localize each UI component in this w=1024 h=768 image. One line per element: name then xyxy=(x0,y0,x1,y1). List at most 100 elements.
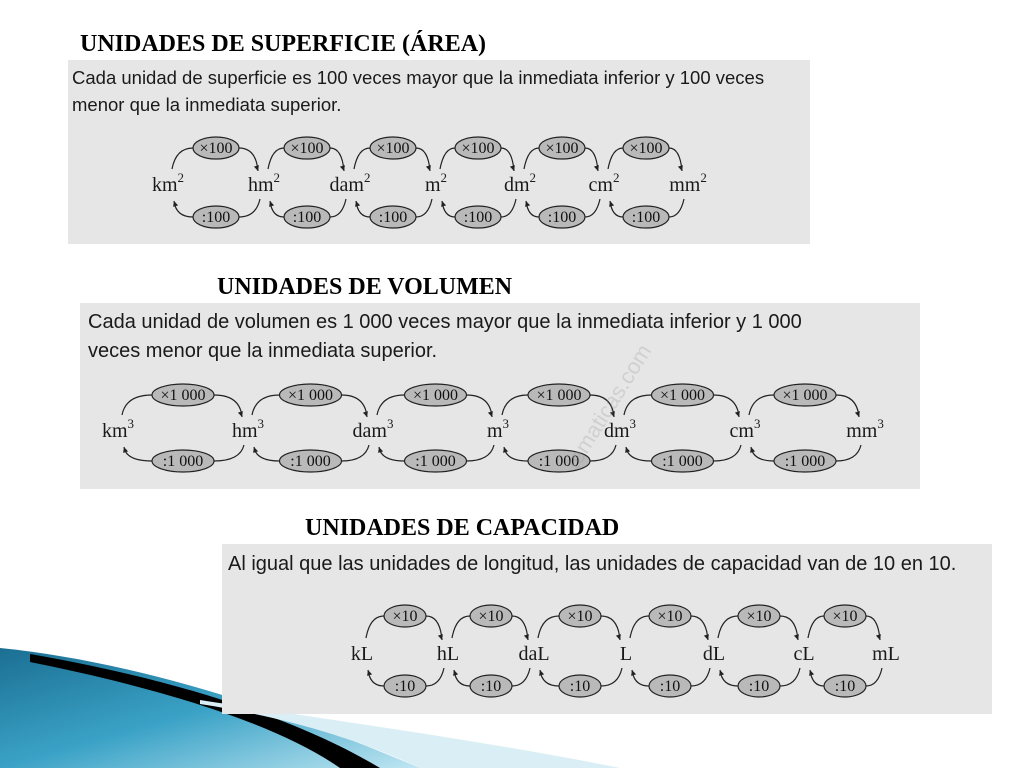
arrowhead xyxy=(339,165,345,171)
divide-label: :100 xyxy=(548,209,576,226)
multiply-oval xyxy=(192,136,240,160)
arrowhead xyxy=(355,201,361,207)
unit-label: dm3 xyxy=(604,416,636,442)
divide-oval xyxy=(648,674,692,698)
divide-oval xyxy=(278,449,343,473)
unit-label: m3 xyxy=(487,416,509,442)
unit-label: dam3 xyxy=(353,416,394,442)
unit-label: L xyxy=(620,643,632,665)
conversion-step: ×1 000 :1 000 xyxy=(251,383,370,473)
multiply-label: ×1 000 xyxy=(536,387,581,404)
multiply-oval xyxy=(283,136,331,160)
description-volumen: Cada unidad de volumen es 1 000 veces ma… xyxy=(88,308,802,366)
description-line: Cada unidad de superficie es 100 veces m… xyxy=(72,67,765,88)
divide-label: :100 xyxy=(293,209,321,226)
arrowhead xyxy=(875,634,881,640)
conversion-step: ×100 :100 xyxy=(523,136,601,229)
conversion-step: ×1 000:1 000 xyxy=(623,383,742,473)
heading-capacidad: UNIDADES DE CAPACIDAD xyxy=(305,515,620,541)
multiply-label: ×1 000 xyxy=(413,387,458,404)
unit-label: hm2 xyxy=(248,170,280,196)
arrowhead xyxy=(269,201,275,207)
conversion-step: ×10 :10 xyxy=(717,604,801,698)
divide-oval xyxy=(192,205,240,229)
multiply-oval xyxy=(650,383,715,407)
divide-oval xyxy=(773,449,837,473)
divide-label: :1 000 xyxy=(539,453,579,470)
unit-label: cm3 xyxy=(730,416,761,442)
divide-label: :10 xyxy=(660,678,680,695)
unit-label: m2 xyxy=(425,170,447,196)
arrowhead xyxy=(253,165,259,171)
arrowhead xyxy=(487,411,493,417)
unit-label: mm2 xyxy=(669,170,707,196)
arrowhead xyxy=(509,165,515,171)
divide-label: :10 xyxy=(835,678,855,695)
arrowhead xyxy=(593,165,599,171)
multiply-oval xyxy=(454,136,502,160)
heading-volumen: UNIDADES DE VOLUMEN xyxy=(217,274,513,300)
arrowhead xyxy=(677,165,683,171)
arrowhead xyxy=(703,634,709,640)
unit-label: dam2 xyxy=(330,170,371,196)
arrowhead xyxy=(734,411,740,417)
multiply-oval xyxy=(558,604,602,628)
arrowhead xyxy=(539,670,545,676)
conversion-step: ×100:100 xyxy=(171,136,261,229)
multiply-oval xyxy=(622,136,670,160)
multiply-label: ×10 xyxy=(746,608,771,625)
divide-oval xyxy=(622,205,670,229)
multiply-label: ×100 xyxy=(376,140,409,157)
divide-label: :10 xyxy=(749,678,769,695)
panel-capacidad: Al igual que las unidades de longitud, l… xyxy=(222,544,992,714)
arrowhead xyxy=(625,447,631,453)
arrowhead xyxy=(367,670,373,676)
multiply-label: ×1 000 xyxy=(288,387,333,404)
multiply-oval xyxy=(278,383,343,407)
conversion-step: ×1 000:1 000 xyxy=(121,383,245,473)
divide-label: :1 000 xyxy=(163,453,203,470)
divide-label: :100 xyxy=(379,209,407,226)
description-line: Cada unidad de volumen es 1 000 veces ma… xyxy=(88,311,802,333)
conversion-step: ×100:100 xyxy=(439,136,517,229)
multiply-oval xyxy=(737,604,781,628)
divide-oval xyxy=(283,205,331,229)
divide-label: :10 xyxy=(395,678,415,695)
conversion-step: ×10:10 xyxy=(365,604,445,698)
multiply-label: ×100 xyxy=(545,140,578,157)
unit-label: km3 xyxy=(102,416,134,442)
description-line: menor que la inmediata superior. xyxy=(72,94,342,115)
arrowhead xyxy=(809,670,815,676)
multiply-oval xyxy=(151,383,215,407)
arrowhead xyxy=(503,447,509,453)
divide-label: :1 000 xyxy=(290,453,330,470)
unit-label: mL xyxy=(872,643,900,665)
multiply-oval xyxy=(773,383,837,407)
unit-label: hm3 xyxy=(232,416,264,442)
divide-label: :1 000 xyxy=(415,453,455,470)
multiply-oval xyxy=(403,383,468,407)
arrowhead xyxy=(173,201,179,207)
unit-label: dL xyxy=(703,643,725,665)
divide-label: :100 xyxy=(464,209,492,226)
unit-label: cL xyxy=(793,643,814,665)
description-line: veces menor que la inmediata superior. xyxy=(88,340,438,362)
conversion-step: ×10:10 xyxy=(807,604,883,698)
divide-label: :10 xyxy=(570,678,590,695)
arrowhead xyxy=(237,411,243,417)
arrowhead xyxy=(719,670,725,676)
panel-volumen: Cada unidad de volumen es 1 000 veces ma… xyxy=(80,303,920,489)
divide-label: :1 000 xyxy=(785,453,825,470)
conversion-step: ×100:100 xyxy=(607,136,685,229)
divide-oval xyxy=(469,674,513,698)
conversion-step: ×10:10 xyxy=(537,604,623,698)
multiply-label: ×1 000 xyxy=(782,387,827,404)
divide-oval xyxy=(527,449,591,473)
multiply-label: ×10 xyxy=(657,608,682,625)
arrowhead xyxy=(441,201,447,207)
conversion-step: ×1 000 :1 000 xyxy=(748,383,862,473)
divide-label: :1 000 xyxy=(662,453,702,470)
